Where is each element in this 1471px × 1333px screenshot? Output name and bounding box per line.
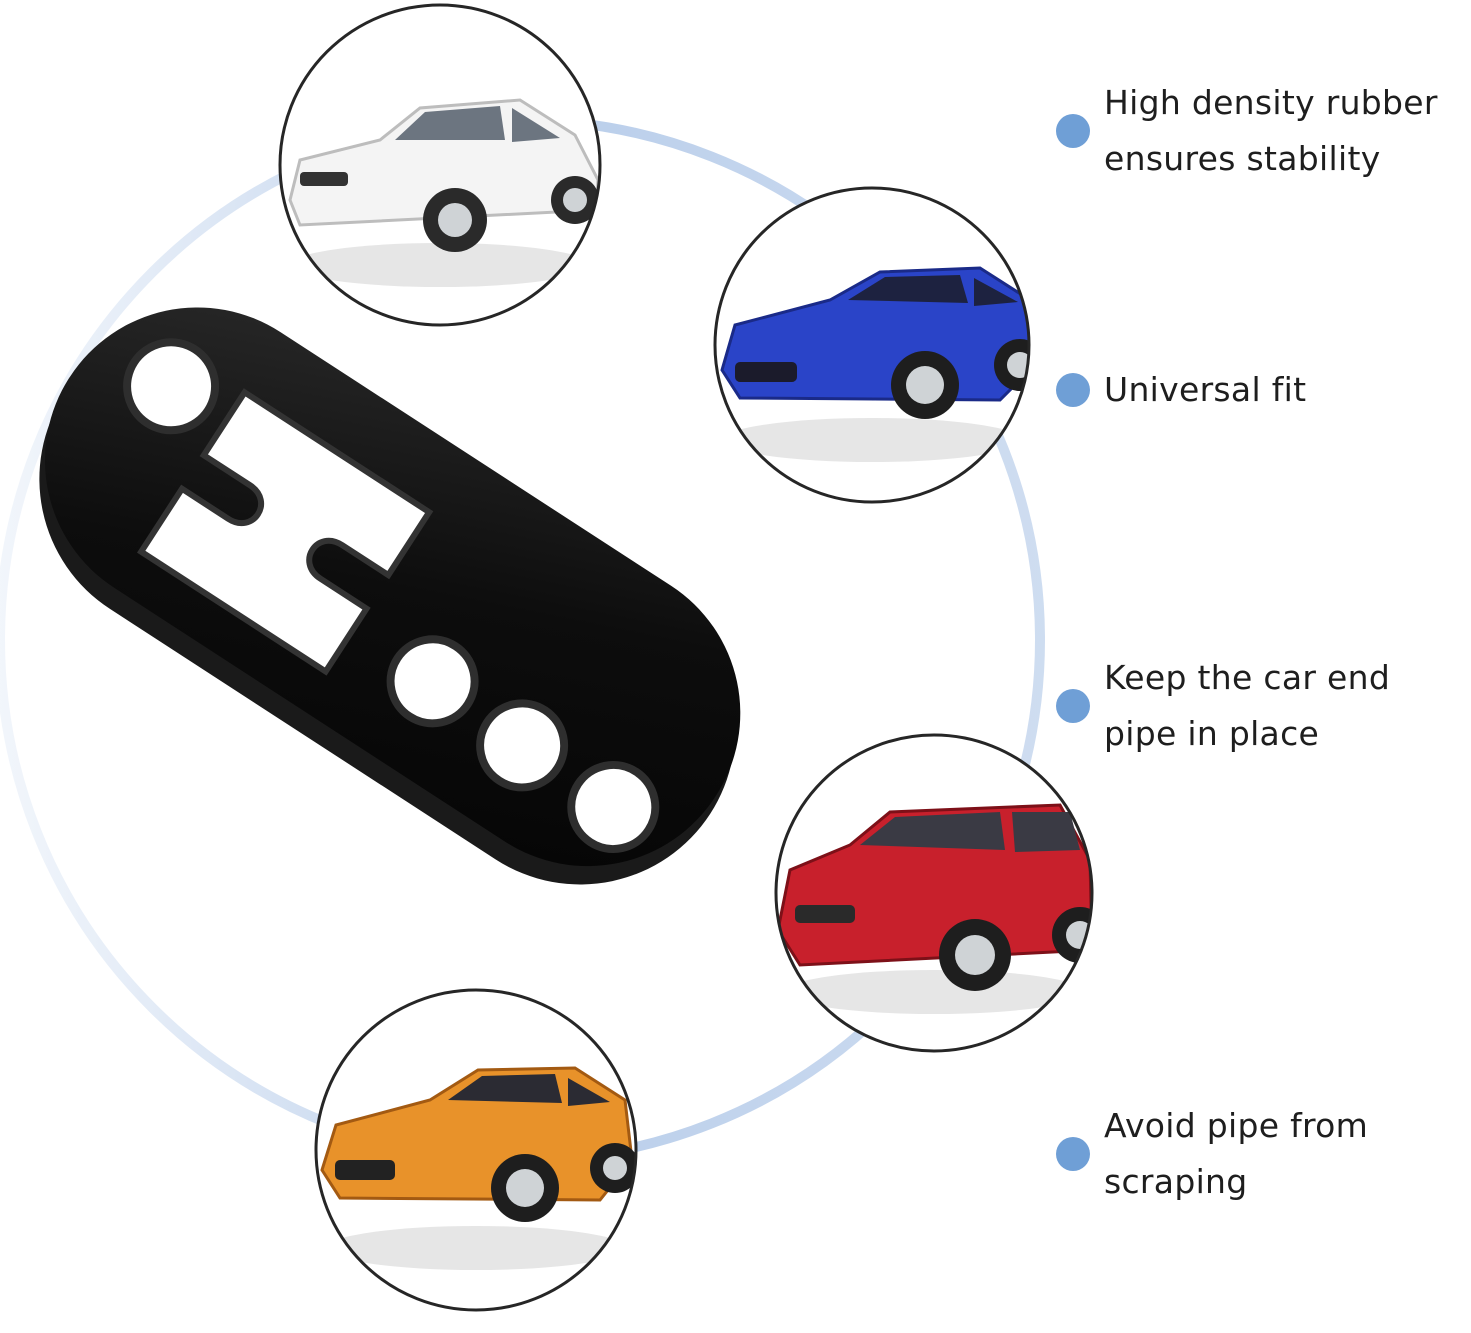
feature-label: Universal fit: [1104, 370, 1307, 409]
feature-keep-pipe: Keep the car end pipe in place: [1056, 650, 1390, 762]
rubber-exhaust-hanger-icon: [39, 307, 741, 885]
bullet-dot-icon: [1056, 689, 1090, 723]
bullet-dot-icon: [1056, 114, 1090, 148]
red-hatchback-icon: [774, 733, 1094, 1053]
bullet-dot-icon: [1056, 1137, 1090, 1171]
feature-universal-fit: Universal fit: [1056, 362, 1306, 418]
feature-high-density: High density rubber ensures stability: [1056, 75, 1438, 187]
orange-sports-car-icon: [314, 988, 638, 1312]
white-sedan-icon: [278, 3, 602, 327]
blue-sports-car-icon: [713, 186, 1031, 504]
feature-label: High density rubber ensures stability: [1104, 83, 1438, 178]
feature-label: Avoid pipe from scraping: [1104, 1106, 1369, 1201]
feature-avoid-scraping: Avoid pipe from scraping: [1056, 1098, 1368, 1210]
bullet-dot-icon: [1056, 373, 1090, 407]
feature-label: Keep the car end pipe in place: [1104, 658, 1391, 753]
